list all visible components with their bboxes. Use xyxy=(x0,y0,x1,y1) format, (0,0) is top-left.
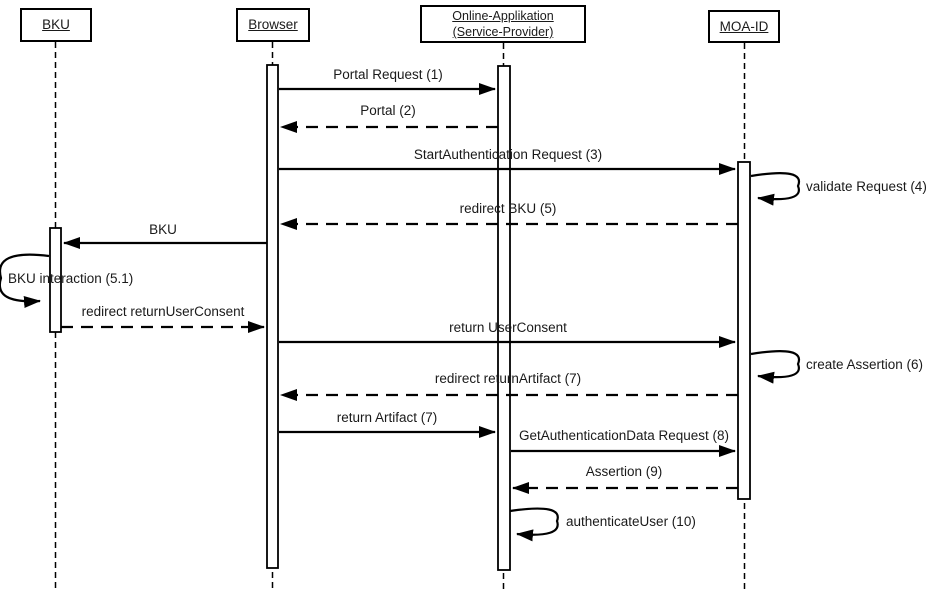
message-label-redirect-return-user-consent: redirect returnUserConsent xyxy=(81,304,245,319)
arrow-bku-interaction-selfloop xyxy=(0,253,50,309)
message-label-portal-request: Portal Request (1) xyxy=(333,67,443,82)
message-label-validate-request: validate Request (4) xyxy=(806,179,927,194)
activation-bar-browser xyxy=(266,64,279,569)
activation-bar-bku xyxy=(49,227,62,333)
arrow-validate-request-selfloop xyxy=(750,172,801,206)
actor-box-online-app: Online-Applikation (Service-Provider) xyxy=(420,5,586,43)
message-label-bku-interaction: BKU interaction (5.1) xyxy=(8,271,134,286)
actor-box-bku: BKU xyxy=(20,8,92,42)
message-label-redirect-bku: redirect BKU (5) xyxy=(459,201,557,216)
actor-box-moa-id: MOA-ID xyxy=(708,10,780,43)
message-label-return-user-consent: return UserConsent xyxy=(449,320,567,335)
arrow-create-assertion-selfloop xyxy=(750,350,801,384)
actor-box-browser: Browser xyxy=(236,8,310,42)
message-label-create-assertion: create Assertion (6) xyxy=(806,357,924,372)
message-label-return-artifact: return Artifact (7) xyxy=(336,410,438,425)
message-label-redirect-return-artifact: redirect returnArtifact (7) xyxy=(434,371,582,386)
message-label-get-authentication-data-request: GetAuthenticationData Request (8) xyxy=(518,428,730,443)
message-label-bku: BKU xyxy=(149,222,177,237)
arrow-authenticate-user-selfloop xyxy=(509,507,559,542)
message-label-assertion: Assertion (9) xyxy=(585,464,663,479)
activation-bar-online-app xyxy=(497,65,511,571)
message-label-start-authentication-request: StartAuthentication Request (3) xyxy=(413,147,603,162)
message-label-authenticate-user: authenticateUser (10) xyxy=(566,514,696,529)
activation-bar-moa-id xyxy=(737,161,751,500)
message-label-portal: Portal (2) xyxy=(360,103,416,118)
